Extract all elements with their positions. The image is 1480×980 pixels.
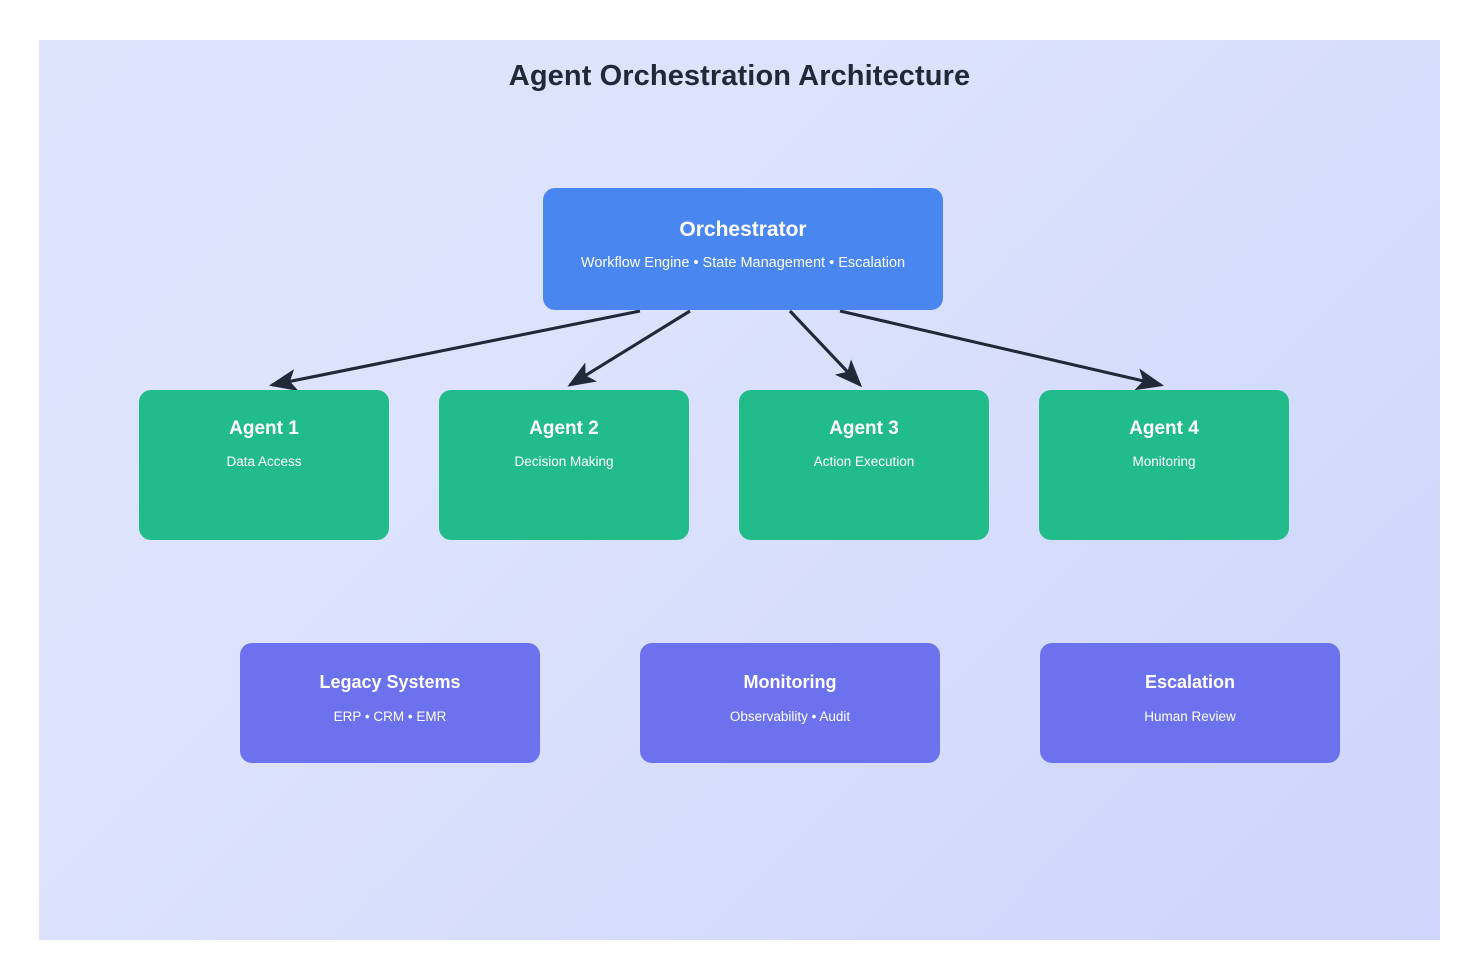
node-escalation-subtitle: Human Review (1144, 708, 1236, 724)
page-title: Agent Orchestration Architecture (508, 60, 971, 92)
node-agent-3[interactable]: Agent 3 Action Execution (739, 390, 989, 540)
node-monitoring-subtitle: Observability • Audit (729, 708, 851, 724)
connector-orchestrator-agent-1 (268, 309, 641, 392)
node-monitoring[interactable]: Monitoring Observability • Audit (640, 643, 940, 763)
connector-orchestrator-agent-2 (567, 309, 691, 387)
node-legacy-systems[interactable]: Legacy Systems ERP • CRM • EMR (240, 643, 540, 763)
node-escalation[interactable]: Escalation Human Review (1040, 643, 1340, 763)
node-agent-3-title: Agent 3 (829, 418, 899, 439)
connector-orchestrator-agent-3 (788, 309, 863, 388)
node-escalation-title: Escalation (1144, 672, 1236, 692)
diagram-canvas: Agent Orchestration Architecture Orchest… (39, 40, 1440, 940)
node-legacy-systems-title: Legacy Systems (319, 672, 461, 692)
connector-orchestrator-agent-4 (839, 309, 1165, 391)
node-agent-4[interactable]: Agent 4 Monitoring (1039, 390, 1289, 540)
node-monitoring-title: Monitoring (743, 672, 837, 692)
node-agent-1-title: Agent 1 (229, 418, 299, 439)
node-agent-4-title: Agent 4 (1129, 418, 1199, 439)
node-orchestrator-title: Orchestrator (679, 218, 807, 241)
node-orchestrator[interactable]: Orchestrator Workflow Engine • State Man… (543, 188, 943, 310)
node-agent-1[interactable]: Agent 1 Data Access (139, 390, 389, 540)
node-agent-4-subtitle: Monitoring (1132, 453, 1196, 469)
node-agent-2-title: Agent 2 (529, 418, 599, 439)
node-agent-3-subtitle: Action Execution (813, 453, 915, 469)
node-agent-1-subtitle: Data Access (226, 453, 302, 469)
node-legacy-systems-subtitle: ERP • CRM • EMR (333, 708, 447, 724)
node-agent-2[interactable]: Agent 2 Decision Making (439, 390, 689, 540)
node-orchestrator-subtitle: Workflow Engine • State Management • Esc… (580, 255, 906, 272)
node-agent-2-subtitle: Decision Making (514, 453, 614, 469)
